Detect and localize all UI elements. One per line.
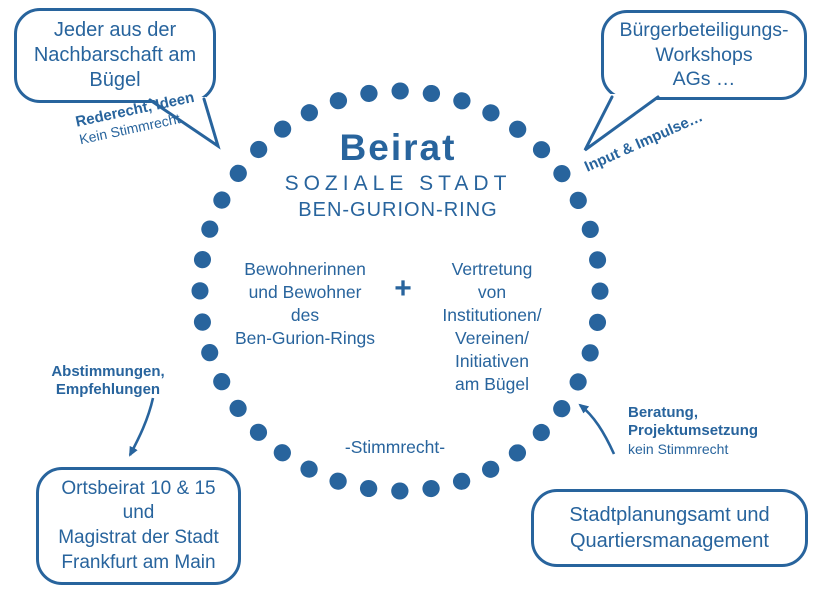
- arrow-to-ortsbeirat-icon: [128, 397, 155, 457]
- residents-group-text: Bewohnerinnen und Bewohner des Ben-Gurio…: [234, 259, 376, 349]
- arrow-from-stadtplanungsamt-icon: [578, 403, 616, 455]
- label-beratung-regular: kein Stimmrecht: [628, 440, 729, 457]
- label-input-impulse-bold: Input & Impulse…: [582, 108, 706, 176]
- institutions-group-text: Vertretung von Institutionen/ Vereinen/ …: [442, 259, 542, 395]
- plus-sign: +: [394, 272, 412, 305]
- label-beratung-bold: Beratung, Projektumsetzung: [628, 404, 759, 440]
- bubble-ortsbeirat: Ortsbeirat 10 & 15 und Magistrat der Sta…: [36, 467, 241, 585]
- label-abstimmungen: Abstimmungen, Empfehlungen: [44, 363, 172, 400]
- center-subtitle-1: SOZIALE STADT: [284, 172, 512, 195]
- center-subtitle-2: BEN-GURION-RING: [298, 199, 498, 221]
- bubble-stadtplanungsamt: Stadtplanungsamt und Quartiersmanagement: [531, 489, 808, 567]
- bubble-workshops: Bürgerbeteiligungs- Workshops AGs …: [601, 10, 807, 100]
- center-title: Beirat: [339, 127, 457, 168]
- label-beratung: Beratung, Projektumsetzung kein Stimmrec…: [628, 404, 758, 458]
- bubble-neighbourhood: Jeder aus der Nachbarschaft am Bügel: [14, 8, 216, 103]
- label-input-impulse: Input & Impulse…: [582, 108, 706, 177]
- voting-right-note: -Stimmrecht-: [344, 437, 446, 457]
- label-abstimmungen-bold: Abstimmungen, Empfehlungen: [51, 363, 165, 399]
